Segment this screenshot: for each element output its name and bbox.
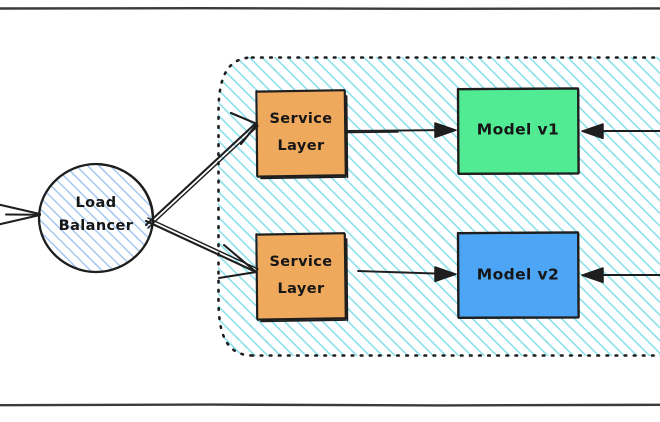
bottom-divider xyxy=(0,403,660,407)
node-load-balancer-label-line1: Load xyxy=(76,195,117,211)
node-model-v2[interactable]: Model v2 xyxy=(456,231,580,319)
edge-incoming-traffic xyxy=(0,203,41,226)
node-service-layer-2[interactable]: Service Layer xyxy=(255,232,349,323)
node-load-balancer-label-line2: Balancer xyxy=(59,218,134,234)
top-divider xyxy=(0,6,660,11)
node-service-layer-1-label-line1: Service xyxy=(269,111,332,127)
node-model-v1[interactable]: Model v1 xyxy=(456,87,580,175)
node-load-balancer[interactable]: Load Balancer xyxy=(37,162,155,274)
edge-service-1-to-model-v1 xyxy=(346,122,457,139)
node-service-layer-2-label-line2: Layer xyxy=(277,281,324,297)
edge-offscreen-to-model-v2 xyxy=(581,267,660,284)
node-service-layer-2-label-line1: Service xyxy=(269,254,332,270)
node-service-layer-1[interactable]: Service Layer xyxy=(255,89,349,180)
node-service-layer-1-label-line2: Layer xyxy=(277,138,324,154)
edge-offscreen-to-model-v1 xyxy=(581,123,660,140)
edge-lb-to-service-1 xyxy=(144,111,259,229)
node-model-v1-label: Model v1 xyxy=(477,121,559,139)
node-model-v2-label: Model v2 xyxy=(477,266,559,284)
edge-lb-to-service-2 xyxy=(144,217,259,280)
edge-service-2-to-model-v2 xyxy=(357,266,457,283)
